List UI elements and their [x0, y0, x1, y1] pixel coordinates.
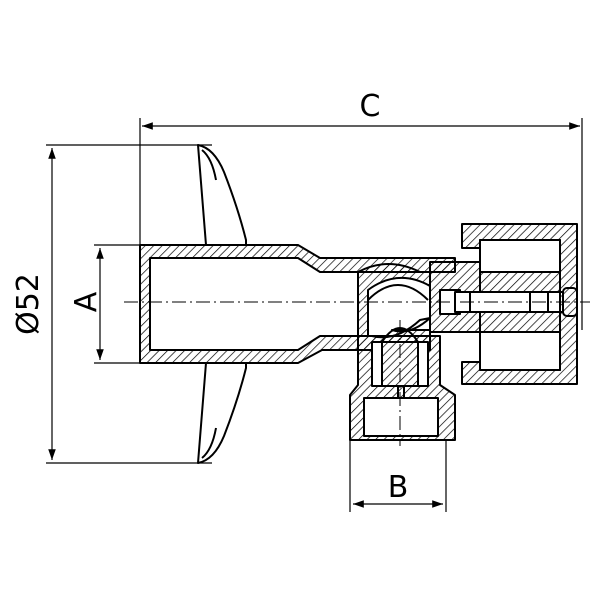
cap-nut-lower-cavity [479, 331, 561, 371]
handle-wing-top-edge [201, 149, 217, 181]
outlet-lower-bore [363, 397, 439, 437]
dimension-b: B [349, 440, 447, 512]
dimension-a: A [69, 244, 140, 364]
dimension-label-diameter: Ø52 [11, 273, 46, 335]
handle [197, 144, 247, 464]
inlet-body [139, 244, 456, 364]
dimension-label-a: A [69, 291, 104, 312]
cap-nut-upper-cavity [479, 239, 561, 273]
handle-wing-top [197, 144, 247, 246]
outlet-fitting [349, 327, 456, 441]
handle-wing-bottom-edge [201, 427, 217, 459]
cap-nut-thread-top [479, 271, 561, 293]
dimension-label-b: B [388, 470, 409, 505]
handle-wing-bottom [197, 362, 247, 464]
chamber-seat-arc [367, 284, 429, 301]
dimension-label-c: C [360, 89, 381, 124]
dimension-diameter: Ø52 [11, 144, 212, 464]
cap-nut [461, 223, 578, 385]
cap-nut-thread-bottom [479, 311, 561, 333]
dimension-c: C [139, 89, 583, 330]
